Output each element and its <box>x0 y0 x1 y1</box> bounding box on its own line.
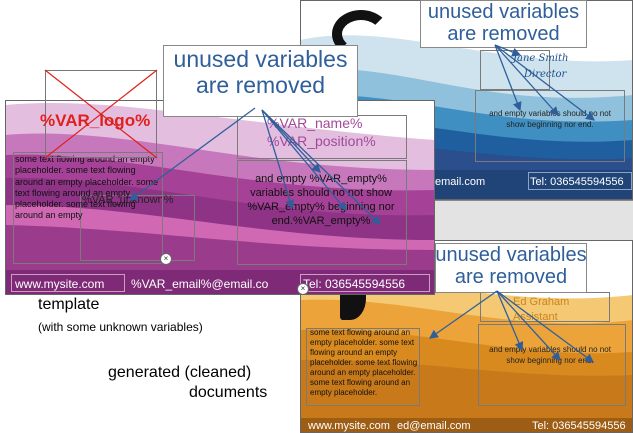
email-text: ed@email.com <box>397 420 471 432</box>
annotation-line-1: unused variables <box>173 46 348 72</box>
phone-text: Tel: 036545594556 <box>303 277 406 291</box>
caption-template-sub: (with some unknown variables) <box>38 320 203 334</box>
annotation-box-template <box>163 45 358 117</box>
flow-text-frame <box>306 328 420 406</box>
annotation-line-2: are removed <box>454 266 568 289</box>
annotation-blue: unused variables are removed <box>420 1 587 46</box>
caption-generated-2: documents <box>189 384 268 401</box>
annotation-orange: unused variables are removed <box>435 244 587 289</box>
annotation-line-1: unused variables <box>427 1 580 23</box>
flow-text: some text flowing around an empty placeh… <box>310 328 418 397</box>
annotation-template: unused variables are removed <box>163 46 358 99</box>
annotation-box-blue <box>420 0 587 48</box>
website-frame <box>11 274 125 292</box>
annotation-line-2: are removed <box>447 23 560 46</box>
logo-variable: %VAR_logo% <box>40 111 151 130</box>
website-text: email.com <box>435 176 486 188</box>
black-swoosh-logo <box>332 10 390 58</box>
annotation-line-2: are removed <box>195 71 326 98</box>
email-variable: %VAR_email%@email.co <box>131 277 269 291</box>
website-text: www.mysite.com <box>15 277 105 291</box>
phone-frame <box>528 172 632 190</box>
caption-generated-1: generated (cleaned) <box>108 364 252 381</box>
website-text: www.mysite.com <box>308 420 390 432</box>
flow-text-content: some text flowing around an empty placeh… <box>15 154 159 221</box>
caption-template: template <box>38 296 100 313</box>
close-handle[interactable]: × <box>297 283 309 295</box>
phone-text: Tel: 036545594556 <box>530 176 624 188</box>
phone-text: Tel: 036545594556 <box>532 420 626 432</box>
divider-strip <box>430 200 633 241</box>
annotation-box-orange <box>435 243 587 293</box>
flow-text: some text flowing around an empty placeh… <box>15 154 165 222</box>
resize-handle[interactable]: × <box>160 253 172 265</box>
annotation-line-1: unused variables <box>435 244 587 266</box>
